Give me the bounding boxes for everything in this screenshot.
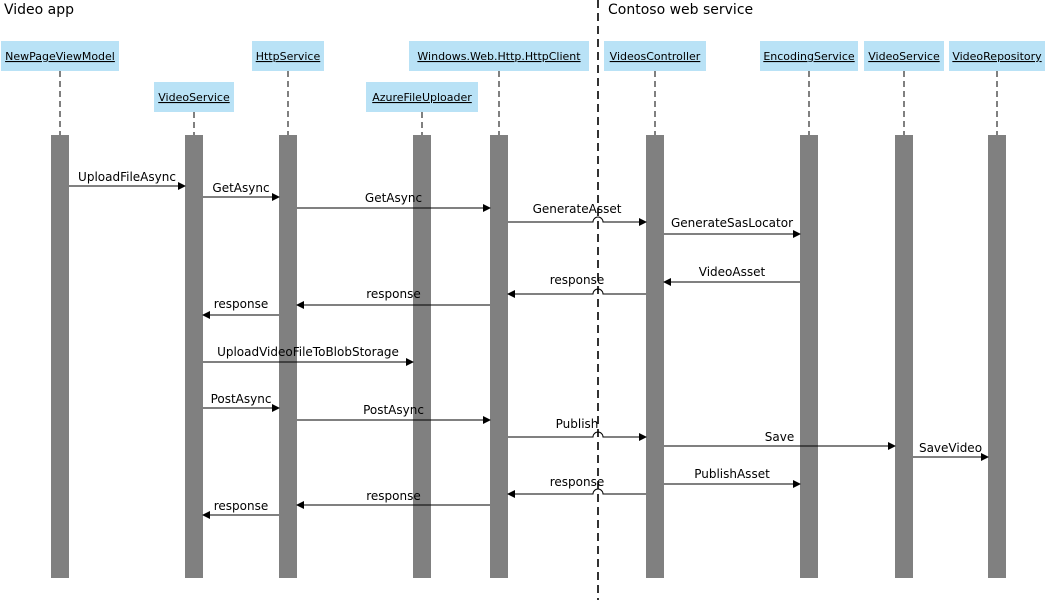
participant-label: VideosController [610,50,701,63]
message-arrow: Save [664,430,896,450]
activation-bar-vc [646,135,664,578]
message-arrow: response [202,297,279,319]
message-arrow: response [507,273,646,298]
message-arrow: PostAsync [297,403,491,424]
participant-label: AzureFileUploader [372,91,472,104]
message-arrow: PostAsync [203,392,280,412]
participant-vc: VideosController [604,41,706,71]
region-label-video-app: Video app [4,2,74,18]
participant-whc: Windows.Web.Http.HttpClient [409,41,589,71]
message-label: GenerateAsset [533,202,622,216]
participant-label: NewPageViewModel [5,50,115,63]
participant-box [864,41,944,71]
message-arrow: GetAsync [203,181,280,201]
message-label: response [214,297,269,311]
activation-bar-repo [988,135,1006,578]
participant-box [252,41,324,71]
message-arrow: response [296,489,490,509]
activation-bar-afu [413,135,431,578]
participant-label: EncodingService [763,50,855,63]
message-arrow: Publish [508,417,647,441]
message-label: PostAsync [363,403,424,417]
message-arrow: VideoAsset [663,265,800,286]
participant-box [1,41,119,71]
message-label: response [550,273,605,287]
message-label: VideoAsset [699,265,766,279]
participant-label: VideoService [868,50,940,63]
message-arrow: GenerateAsset [508,202,647,226]
message-label: PostAsync [211,392,272,406]
message-arrow: GenerateSasLocator [664,216,801,238]
participant-vs1: VideoService [154,82,234,112]
participant-enc: EncodingService [760,41,858,71]
message-arrow: PublishAsset [664,467,801,488]
activation-bar-vs2 [895,135,913,578]
message-line [507,288,646,298]
activation-bar-enc [800,135,818,578]
participant-vs2: VideoService [864,41,944,71]
participant-box [366,82,478,112]
message-label: PublishAsset [694,467,770,481]
participant-label: HttpService [256,50,321,63]
message-label: response [550,475,605,489]
message-arrow: UploadFileAsync [69,170,186,190]
message-label: response [214,499,269,513]
activation-bar-http [279,135,297,578]
message-arrow: response [507,475,646,498]
message-label: UploadVideoFileToBlobStorage [217,345,399,359]
participant-npvm: NewPageViewModel [1,41,119,71]
participant-label: Windows.Web.Http.HttpClient [417,50,581,63]
message-label: Save [765,430,794,444]
participant-repo: VideoRepository [949,41,1045,71]
message-label: GenerateSasLocator [671,216,793,230]
activation-bar-vs1 [185,135,203,578]
region-label-contoso-web-service: Contoso web service [608,2,753,18]
activation-bar-npvm [51,135,69,578]
participant-afu: AzureFileUploader [366,82,478,112]
participant-box [409,41,589,71]
message-arrow: response [202,499,279,519]
message-line [508,431,647,441]
message-label: SaveVideo [919,441,982,455]
message-arrow: SaveVideo [913,441,989,461]
message-label: GetAsync [365,191,422,205]
message-label: GetAsync [212,181,269,195]
activation-bar-whc [490,135,508,578]
message-label: response [366,287,421,301]
participant-box [154,82,234,112]
participant-box [949,41,1045,71]
participant-label: VideoService [158,91,230,104]
message-label: response [366,489,421,503]
message-label: Publish [556,417,599,431]
message-line [507,488,646,498]
participant-box [760,41,858,71]
participant-label: VideoRepository [952,50,1042,63]
participant-box [604,41,706,71]
message-arrow: response [296,287,490,309]
message-arrow: UploadVideoFileToBlobStorage [203,345,414,366]
message-line [508,216,647,226]
message-arrow: GetAsync [297,191,491,212]
message-label: UploadFileAsync [78,170,176,184]
participant-http: HttpService [252,41,324,71]
